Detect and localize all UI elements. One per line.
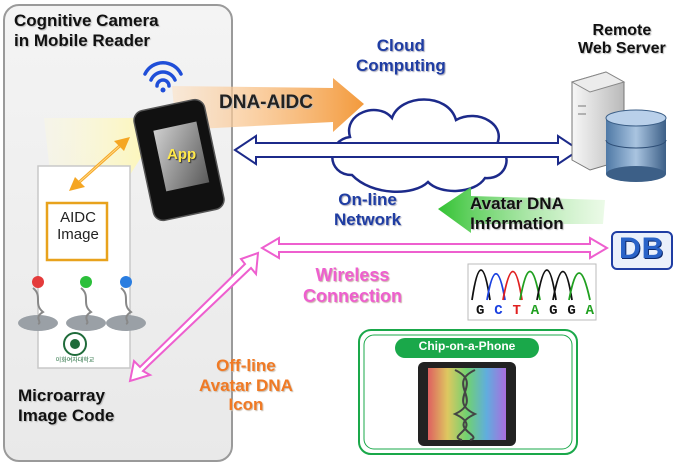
cloud-label-line2: Computing — [356, 55, 446, 75]
camera-title: Cognitive Camera in Mobile Reader — [14, 11, 159, 50]
aidc-label-line2: Image — [57, 226, 99, 244]
network-label-line2: Network — [334, 209, 402, 229]
wireless-label-line2: Connection — [303, 285, 402, 306]
aidc-image-label: AIDC Image — [53, 209, 103, 244]
base-c: C — [494, 303, 503, 319]
app-label: App — [167, 146, 197, 163]
chip-on-a-phone-box — [358, 329, 578, 455]
offline-line1: Off-line — [216, 356, 276, 375]
base-g1: G — [476, 303, 485, 319]
base-a1: A — [530, 303, 540, 319]
remote-label-line1: Remote — [592, 22, 652, 39]
avatar-dna-arrow — [438, 187, 605, 233]
dna-aidc-label: DNA-AIDC — [219, 92, 313, 113]
wifi-icon — [143, 61, 183, 93]
sequence-letters: G C T A G G A — [476, 303, 594, 319]
base-a2: A — [585, 303, 594, 319]
chromatogram — [467, 263, 597, 321]
avatar-info-line2: Information — [470, 213, 564, 233]
university-text: 이화여자대학교 — [55, 358, 95, 364]
microarray-label: Microarray Image Code — [18, 386, 114, 425]
dna-aidc-arrow — [172, 78, 364, 132]
aidc-image-box — [45, 201, 109, 262]
offline-label: Off-line Avatar DNA Icon — [199, 356, 293, 415]
base-g3: G — [567, 303, 576, 319]
scan-arrow — [69, 137, 130, 191]
wireless-label: Wireless Connection — [303, 265, 402, 306]
cloud-computing-label: Cloud Computing — [356, 36, 446, 75]
db-label: DB — [619, 232, 665, 265]
microarray-card — [37, 165, 131, 369]
offline-line2: Avatar DNA — [199, 375, 293, 395]
base-t: T — [512, 303, 521, 319]
university-seal — [63, 332, 87, 356]
dna-icons — [18, 276, 146, 331]
microarray-line1: Microarray — [18, 386, 105, 405]
db-box — [611, 231, 673, 270]
wireless-label-line1: Wireless — [315, 265, 390, 285]
camera-title-line1: Cognitive Camera — [14, 11, 159, 30]
network-label: On-line Network — [334, 190, 401, 229]
network-label-line1: On-line — [338, 190, 397, 209]
base-g2: G — [549, 303, 558, 319]
remote-label-line2: Web Server — [578, 40, 666, 58]
chip-label: Chip-on-a-Phone — [418, 339, 516, 353]
offline-arrow — [128, 251, 260, 383]
offline-line3: Icon — [228, 395, 264, 415]
avatar-info-line1: Avatar DNA — [470, 194, 564, 213]
mobile-phone — [133, 98, 225, 222]
remote-server-label: Remote Web Server — [578, 22, 666, 59]
camera-title-line2: in Mobile Reader — [14, 30, 151, 50]
microarray-line2: Image Code — [18, 405, 115, 425]
avatar-info-label: Avatar DNA Information — [470, 194, 564, 233]
database-icon — [605, 109, 667, 182]
aidc-label-line1: AIDC — [60, 209, 96, 226]
cloud-label-line1: Cloud — [376, 36, 425, 55]
wireless-arrow — [260, 236, 609, 260]
